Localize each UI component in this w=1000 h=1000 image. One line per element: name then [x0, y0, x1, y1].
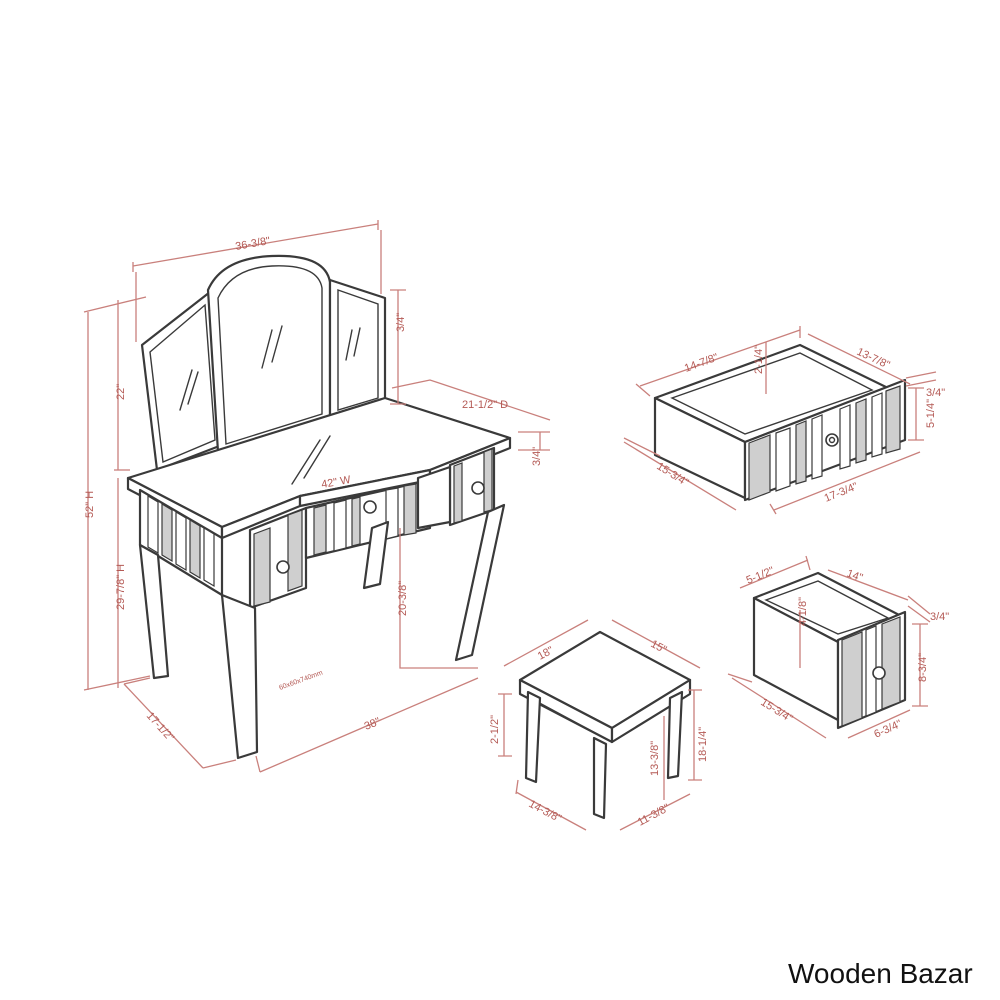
- label-large-drawer-inner-height: 2-1/4": [753, 345, 765, 374]
- label-small-drawer-inner-width: 5-1/2": [745, 565, 776, 587]
- label-vanity-depth: 21-1/2" D: [462, 399, 508, 411]
- vanity-legs: [138, 503, 506, 760]
- label-large-drawer-front-width: 17-3/4": [823, 480, 860, 504]
- label-stool-base-width: 11-3/8": [636, 802, 672, 829]
- label-small-drawer-front-thickness: 3/4": [930, 611, 949, 623]
- label-large-drawer-inner-width: 13-7/8": [855, 346, 892, 372]
- label-stool-height: 18-1/4": [697, 727, 709, 762]
- stool: [518, 630, 692, 820]
- label-stool-base-depth: 14-3/8": [527, 798, 564, 825]
- label-vanity-leg-span-depth: 17-1/2": [144, 710, 176, 744]
- label-vanity-top-thickness: 3/4": [531, 447, 543, 466]
- small-drawer: [752, 571, 907, 730]
- label-vanity-height-total: 52" H: [84, 491, 96, 518]
- label-small-drawer-outer-depth: 15-3/4": [758, 696, 794, 725]
- small-drawer-dimension-lines: [727, 555, 931, 739]
- label-small-drawer-inner-depth: 14": [845, 568, 864, 585]
- label-vanity-note: 60x60x740mm: [278, 670, 324, 692]
- vanity-table: [126, 254, 512, 760]
- label-vanity-table-width: 42" W: [320, 474, 352, 491]
- label-vanity-knee-height: 20-3/8": [397, 581, 409, 616]
- label-large-drawer-inner-depth: 14-7/8": [683, 352, 720, 375]
- large-drawer-dimension-lines: [623, 326, 937, 515]
- label-small-drawer-front-width: 6-3/4": [872, 718, 903, 741]
- vanity-dimension-lines: [83, 220, 551, 773]
- label-large-drawer-front-thickness: 3/4": [926, 387, 945, 399]
- vanity-mirror: [140, 254, 387, 472]
- stool-dimension-lines: [498, 619, 702, 831]
- label-vanity-leg-span-width: 38": [363, 716, 383, 733]
- large-drawer: [653, 343, 907, 502]
- vanity-apron: [138, 446, 496, 610]
- label-vanity-mirror-height: 22": [115, 384, 127, 400]
- label-small-drawer-inner-height: 4-1/8": [797, 597, 809, 626]
- label-stool-seat-width: 15": [649, 638, 669, 656]
- label-stool-apron: 2-1/2": [489, 715, 501, 744]
- label-stool-leg-height: 13-3/8": [649, 741, 661, 776]
- label-vanity-mirror-top-thickness: 3/4": [395, 313, 407, 332]
- brand-watermark: Wooden Bazar: [788, 958, 973, 989]
- label-vanity-width-overall: 36-3/8": [234, 235, 271, 253]
- label-large-drawer-front-height: 5-1/4": [925, 399, 937, 428]
- label-small-drawer-front-height: 8-3/4": [917, 653, 929, 682]
- label-vanity-seat-height: 29-7/8" H: [115, 564, 127, 610]
